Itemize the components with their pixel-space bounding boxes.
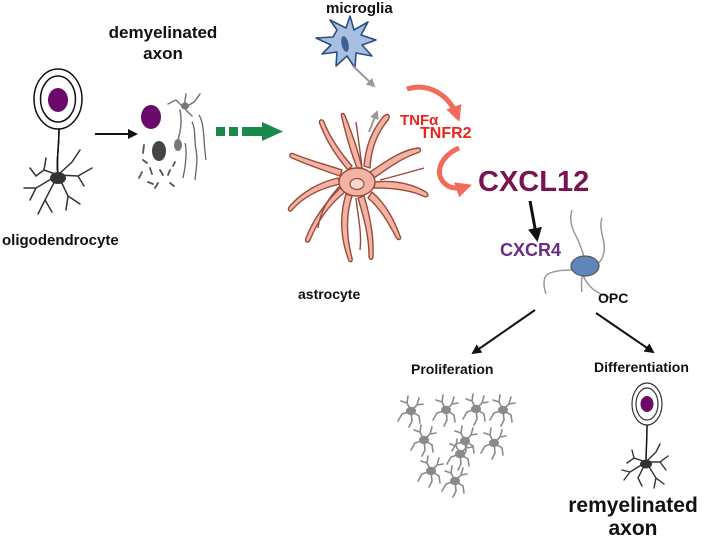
green-transition-arrow <box>216 122 283 141</box>
demyelinated-axon-label: demyelinated axon <box>88 22 238 64</box>
astrocyte-label: astrocyte <box>298 286 361 302</box>
cxcl12-label: CXCL12 <box>478 166 590 198</box>
dark-cell-body <box>152 141 166 161</box>
cxcl12-to-cxcr4-arrow <box>528 200 542 242</box>
cxcr4-label: CXCR4 <box>500 240 562 260</box>
differentiation-label: Differentiation <box>594 359 689 375</box>
astrocyte-to-tnfa-arrow <box>368 110 379 133</box>
demyelinated-label-line2: axon <box>143 44 183 63</box>
proliferation-label: Proliferation <box>411 361 494 377</box>
oligodendrocyte-nucleus <box>48 88 68 112</box>
astrocyte-nucleus <box>349 177 365 191</box>
remyelinated-axon-label: remyelinated axon <box>558 494 708 540</box>
tnfr2-to-cxcl12-arrow <box>436 145 472 198</box>
opc-label: OPC <box>598 290 629 306</box>
remyelinated-nucleus <box>640 396 654 412</box>
differentiation-arrow <box>595 312 655 354</box>
opc-cell <box>543 209 613 299</box>
oligodendrocyte-cell <box>23 68 93 215</box>
cxcr4-receptor <box>570 255 600 277</box>
demyelinated-label-line1: demyelinated <box>108 23 218 42</box>
tnfa-to-tnfr2-arrow <box>406 84 462 122</box>
microglia-nucleus <box>341 36 349 52</box>
remyelinated-label-line1: remyelinated <box>568 494 698 517</box>
microglia-label: microglia <box>326 0 393 17</box>
astrocyte-cell <box>287 112 429 263</box>
oligodendrocyte-label: oligodendrocyte <box>2 232 119 249</box>
microglia-cell <box>315 15 377 69</box>
demyelinated-axon-cluster <box>138 93 207 189</box>
microglia-to-tnfa-arrow <box>352 65 376 88</box>
remyelinated-oligodendrocyte <box>621 382 669 489</box>
tnfa-label: TNFα <box>400 112 439 129</box>
tnfr2-label: TNFR2 <box>420 125 472 142</box>
free-nucleus <box>141 105 161 129</box>
remyelinated-label-line2: axon <box>608 517 658 540</box>
proliferating-opc-cluster <box>397 393 516 498</box>
proliferation-arrow <box>471 309 536 355</box>
